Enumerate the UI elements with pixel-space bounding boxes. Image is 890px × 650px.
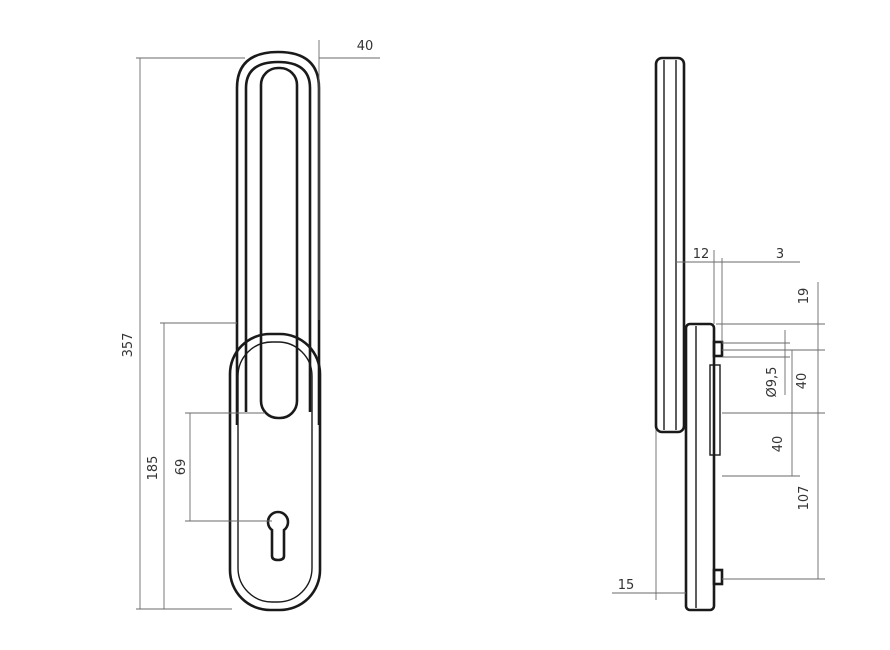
side-screw-bottom (712, 568, 724, 586)
dim-handle-width: 40 (357, 39, 374, 54)
dim-15: 15 (618, 578, 635, 593)
side-view: 12 3 19 Ø9,5 40 40 107 15 (612, 56, 825, 612)
dim-40-upper: 40 (795, 373, 810, 390)
dim-key-offset: 69 (174, 459, 189, 476)
handle-slot (259, 66, 299, 420)
side-spindle (709, 364, 721, 456)
dim-19: 19 (797, 288, 812, 305)
side-plate (684, 322, 716, 612)
front-view: 357 40 185 69 (121, 39, 380, 612)
dim-overall-height: 357 (121, 333, 136, 358)
dim-diameter: Ø9,5 (765, 367, 780, 398)
handle-lever-groove (244, 60, 312, 412)
key-cylinder-hole (266, 510, 290, 562)
handle-lever-outline (235, 50, 321, 425)
dim-107: 107 (797, 486, 812, 511)
dim-3: 3 (776, 247, 784, 262)
escutcheon-plate-outline (228, 332, 322, 612)
side-screw-top (712, 340, 724, 358)
dim-plate-height: 185 (146, 456, 161, 481)
side-handle-bar (654, 56, 686, 434)
dim-40-lower: 40 (771, 436, 786, 453)
escutcheon-plate-inner (237, 341, 313, 603)
dim-12: 12 (693, 247, 710, 262)
